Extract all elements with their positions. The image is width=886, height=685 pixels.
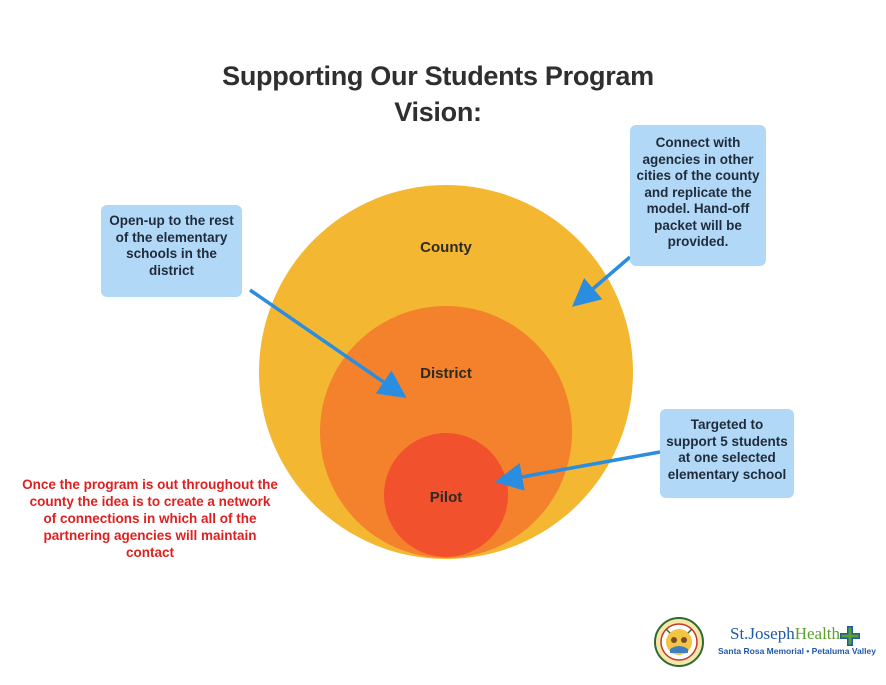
pilot-circle xyxy=(384,433,508,557)
network-note: Once the program is out throughout the c… xyxy=(22,477,278,560)
sjh-name-part2: Health xyxy=(794,624,841,643)
district-circle xyxy=(320,306,572,558)
st-joseph-health-logo: St.JosephHealth Santa Rosa Memorial • Pe… xyxy=(714,624,879,662)
district-arrow xyxy=(249,288,407,398)
cross-icon xyxy=(840,626,860,646)
county-arrow xyxy=(572,255,632,307)
county-callout: Connect with agencies in other cities of… xyxy=(630,125,766,266)
district-label: District xyxy=(420,365,472,382)
title-line-1: Supporting Our Students Program xyxy=(222,61,654,91)
district-callout: Open-up to the rest of the elementary sc… xyxy=(101,205,242,297)
pilot-label: Pilot xyxy=(430,489,463,506)
sjh-wordmark: St.JosephHealth xyxy=(730,624,840,644)
pilot-arrow xyxy=(494,450,661,491)
page-title: Supporting Our Students Program Vision: xyxy=(160,58,716,130)
sjh-name-part1: St.Joseph xyxy=(730,624,795,643)
school-seal-logo xyxy=(654,617,704,667)
title-line-2: Vision: xyxy=(394,97,482,127)
sjh-subtitle: Santa Rosa Memorial • Petaluma Valley xyxy=(718,646,876,656)
county-label: County xyxy=(420,239,472,256)
pilot-callout: Targeted to support 5 students at one se… xyxy=(660,409,794,498)
